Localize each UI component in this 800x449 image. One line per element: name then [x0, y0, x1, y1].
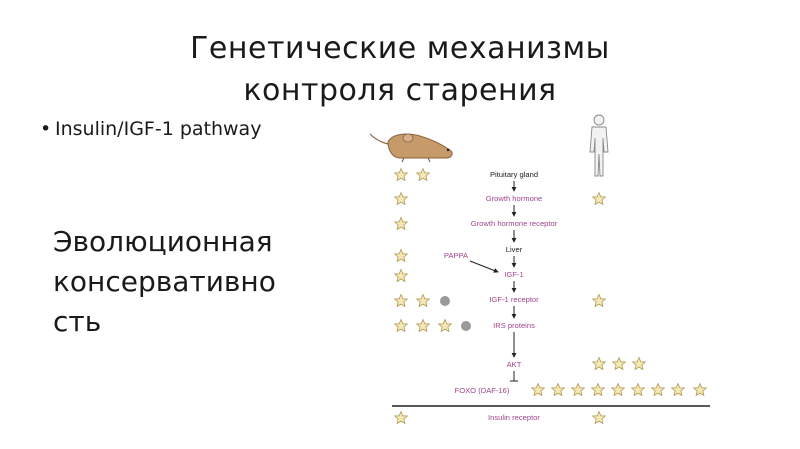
- star-icon: [693, 383, 707, 396]
- node-growth-hormone: Growth hormone: [486, 194, 543, 203]
- node-liver: Liver: [506, 245, 523, 254]
- conservation-stars: [394, 168, 707, 424]
- star-icon: [671, 383, 685, 396]
- star-icon: [394, 217, 408, 230]
- title-line-1: Генетические механизмы: [190, 31, 610, 66]
- star-icon: [416, 319, 430, 332]
- star-icon: [531, 383, 545, 396]
- bullet-dot-icon: •: [40, 118, 52, 140]
- star-icon: [631, 383, 645, 396]
- star-icon: [592, 411, 606, 424]
- grey-dot-icon: [461, 321, 471, 331]
- slide-title: Генетические механизмы контроля старения: [0, 28, 800, 112]
- node-igf1: IGF-1: [504, 270, 523, 279]
- star-icon: [592, 192, 606, 205]
- side-text-line-1: Эволюционная: [53, 225, 273, 258]
- star-icon: [591, 383, 605, 396]
- node-insulin-receptor: Insulin receptor: [488, 413, 540, 422]
- star-icon: [651, 383, 665, 396]
- title-line-2: контроля старения: [243, 73, 557, 108]
- star-icon: [394, 319, 408, 332]
- star-icon: [592, 294, 606, 307]
- human-icon: [589, 114, 609, 177]
- star-icon: [612, 357, 626, 370]
- node-pappa: PAPPA: [444, 251, 469, 260]
- star-icon: [571, 383, 585, 396]
- side-text-line-2: консервативно: [53, 265, 276, 298]
- star-icon: [394, 249, 408, 262]
- side-text-line-3: сть: [53, 305, 102, 338]
- star-icon: [394, 294, 408, 307]
- grey-dots: [440, 296, 471, 331]
- star-icon: [611, 383, 625, 396]
- grey-dot-icon: [440, 296, 450, 306]
- star-icon: [394, 168, 408, 181]
- node-growth-hormone-receptor: Growth hormone receptor: [471, 219, 558, 228]
- star-icon: [438, 319, 452, 332]
- pathway-arrows: [469, 181, 518, 382]
- bullet-item: •Insulin/IGF-1 pathway: [40, 118, 261, 140]
- star-icon: [394, 411, 408, 424]
- star-icon: [551, 383, 565, 396]
- node-igf1-receptor: IGF-1 receptor: [489, 295, 539, 304]
- star-icon: [416, 294, 430, 307]
- node-akt: AKT: [507, 360, 522, 369]
- star-icon: [394, 192, 408, 205]
- star-icon: [416, 168, 430, 181]
- node-pituitary-gland: Pituitary gland: [490, 170, 538, 179]
- pathway-nodes: Pituitary gland Growth hormone Growth ho…: [444, 170, 558, 422]
- bullet-text: Insulin/IGF-1 pathway: [55, 118, 262, 140]
- side-text: Эволюционная консервативно сть: [53, 222, 373, 342]
- node-foxo: FOXO (DAF-16): [455, 386, 510, 395]
- star-icon: [632, 357, 646, 370]
- star-icon: [592, 357, 606, 370]
- star-icon: [394, 269, 408, 282]
- node-irs-proteins: IRS proteins: [493, 321, 535, 330]
- mouse-icon: [369, 133, 453, 163]
